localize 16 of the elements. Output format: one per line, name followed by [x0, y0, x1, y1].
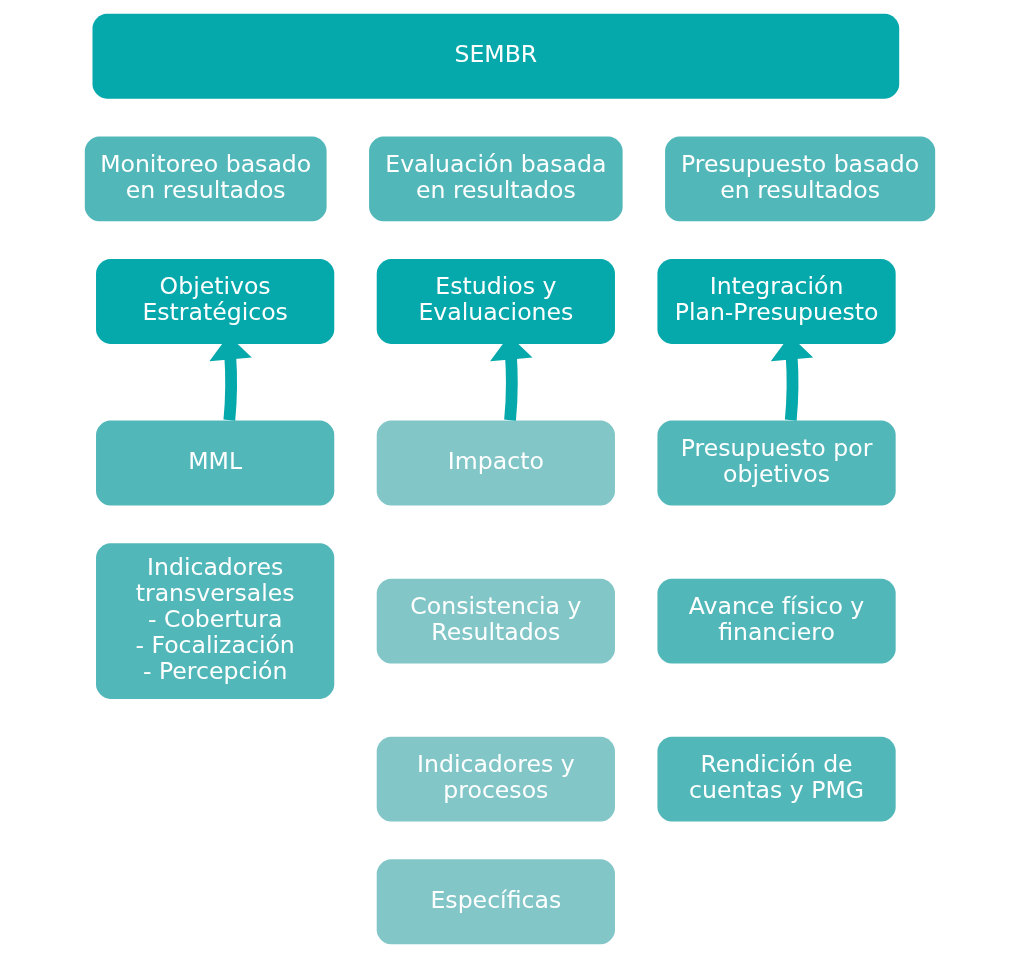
- node-box: Presupuesto por objetivos: [657, 420, 896, 506]
- node-box: Rendición de cuentas y PMG: [657, 736, 896, 822]
- node-box: Consistencia y Resultados: [376, 578, 615, 664]
- node-box: Objetivos Estratégicos: [96, 258, 335, 344]
- node-box: Monitoreo basado en resultados: [84, 135, 327, 221]
- node-box: Indicadores y procesos: [376, 736, 615, 822]
- node-box: Específicas: [376, 858, 615, 944]
- node-box: Estudios y Evaluaciones: [376, 258, 615, 344]
- node-box: MML: [96, 420, 335, 506]
- node-box: Indicadores transversales - Cobertura - Focalización - Percepción: [96, 542, 335, 699]
- node-box: Integración Plan-Presupuesto: [657, 258, 896, 344]
- node-box: Evaluación basada en resultados: [369, 135, 623, 221]
- node-box: Impacto: [376, 420, 615, 506]
- node-box: SEMBR: [92, 13, 900, 99]
- node-box: Presupuesto basado en resultados: [665, 135, 936, 221]
- node-box: Avance físico y financiero: [657, 578, 896, 664]
